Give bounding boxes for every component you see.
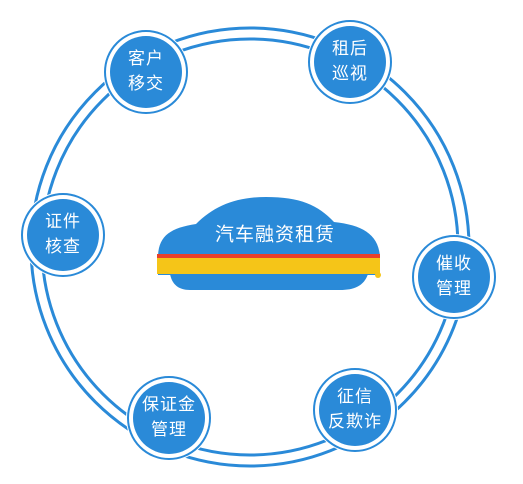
car-stripe-red [157,254,380,258]
nodes-layer [20,19,497,461]
car-stripe-yellow [157,254,380,274]
node-label-line2: 管理 [151,420,187,440]
node-label-line1: 租后 [332,39,368,59]
node-outline [412,235,496,319]
node-fill [418,241,490,313]
node-label-line1: 客户 [128,49,164,69]
node-label-collection-management: 催收管理 [436,252,472,302]
car-graphic [157,197,381,290]
node-label-line2: 核查 [45,237,81,257]
car-lower-body [170,274,368,290]
node-label-line1: 征信 [337,387,373,407]
node-outline [313,368,397,452]
node-fill [27,199,99,271]
node-label-credit-anti-fraud: 征信反欺诈 [328,385,382,435]
node-label-line1: 催收 [436,254,472,274]
node-label-line2: 移交 [128,74,164,94]
node-fill [110,36,182,108]
node-label-line1: 保证金 [142,395,196,415]
node-deposit-management [126,375,212,461]
node-outline [104,30,188,114]
node-customer-handover [103,29,189,115]
node-label-customer-handover: 客户移交 [128,47,164,97]
node-label-deposit-management: 保证金管理 [142,393,196,443]
node-outline [127,376,211,460]
node-credit-anti-fraud [312,367,398,453]
node-label-line2: 管理 [436,279,472,299]
node-fill [133,382,205,454]
node-label-line2: 反欺诈 [328,412,382,432]
node-fill [314,26,386,98]
center-title: 汽车融资租赁 [214,223,336,246]
node-collection-management [411,234,497,320]
node-outline [308,20,392,104]
car-tail-light [375,272,381,278]
node-post-lease-inspection [307,19,393,105]
node-label-line2: 巡视 [332,64,368,84]
node-document-verification [20,192,106,278]
node-label-post-lease-inspection: 租后巡视 [332,37,368,87]
node-outline [21,193,105,277]
node-label-document-verification: 证件核查 [45,210,81,260]
node-fill [319,374,391,446]
node-label-line1: 证件 [45,212,81,232]
